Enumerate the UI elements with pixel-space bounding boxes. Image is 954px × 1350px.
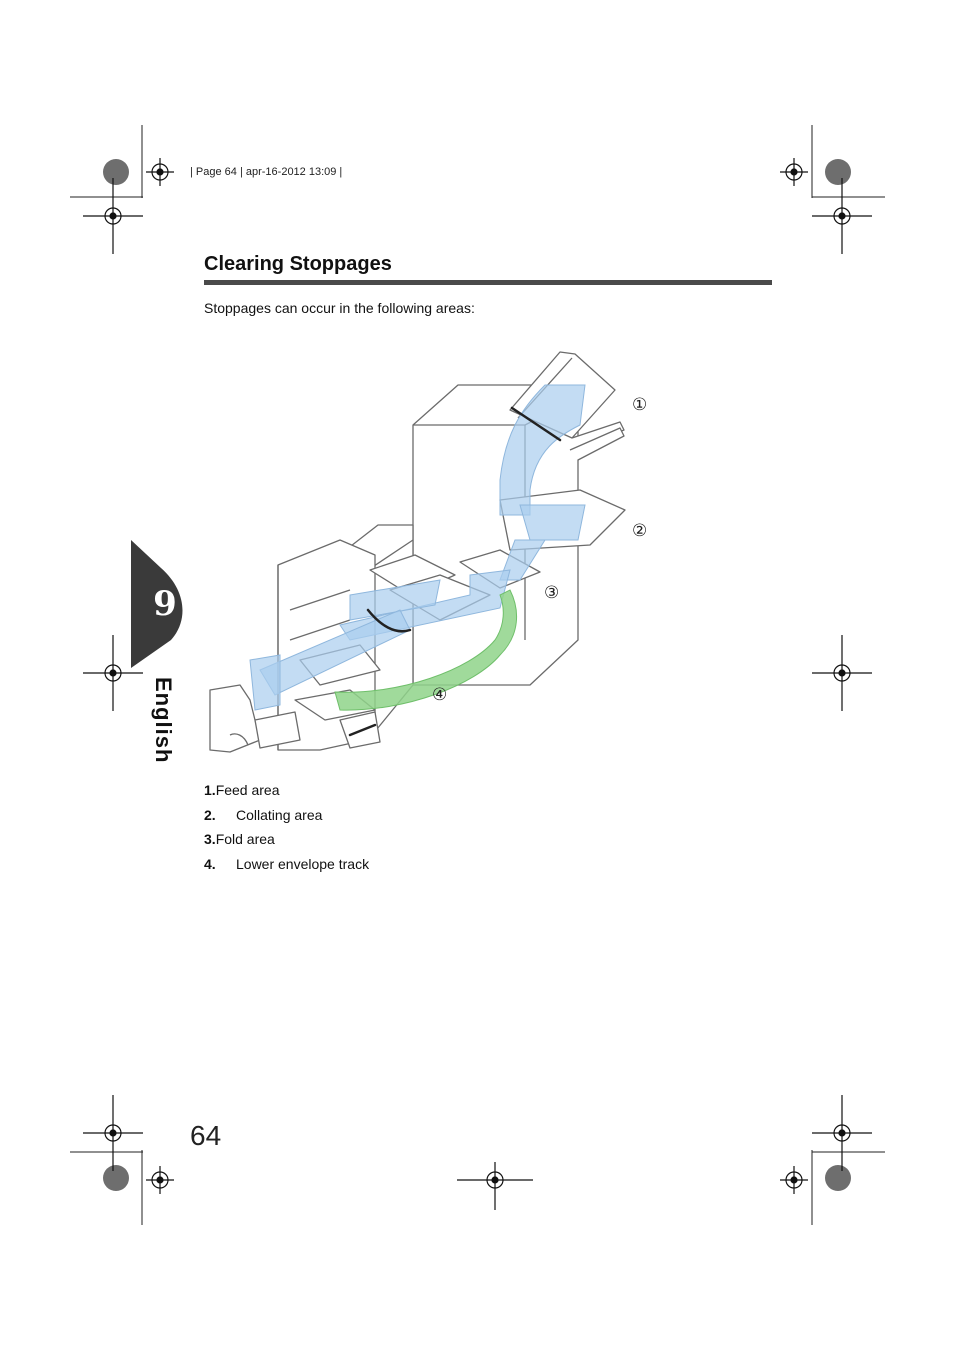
stoppage-areas-list: 1.Feed area 2. Collating area 3.Fold area…	[204, 783, 604, 883]
folder-inserter-illustration: ① ② ③ ④	[209, 351, 647, 753]
list-item-number: 2.	[204, 807, 216, 823]
section-title: Clearing Stoppages	[204, 253, 392, 275]
list-item: 4. Lower envelope track	[204, 857, 369, 871]
list-item-number: 1.	[204, 782, 216, 798]
list-item-label: Lower envelope track	[236, 856, 370, 872]
language-label: English	[151, 677, 176, 764]
callout-3: ③	[544, 583, 559, 603]
callout-4: ④	[432, 685, 447, 705]
list-item-number: 3.	[204, 831, 216, 847]
list-item-number: 4.	[204, 856, 216, 872]
page-number: 64	[190, 1120, 222, 1151]
intro-text: Stoppages can occur in the following are…	[204, 300, 475, 316]
list-item: 3.Fold area	[204, 832, 275, 846]
list-item-label: Feed area	[215, 782, 280, 798]
title-rule	[204, 280, 772, 285]
list-item-label: Fold area	[215, 831, 275, 847]
chapter-tab	[131, 540, 183, 668]
chapter-number: 9	[153, 584, 177, 624]
list-item-label: Collating area	[236, 807, 323, 823]
callout-1: ①	[632, 395, 647, 415]
list-item: 2. Collating area	[204, 808, 322, 822]
callout-2: ②	[632, 521, 647, 541]
list-item: 1.Feed area	[204, 783, 280, 797]
print-header: | Page 64 | apr-16-2012 13:09 |	[190, 166, 343, 178]
